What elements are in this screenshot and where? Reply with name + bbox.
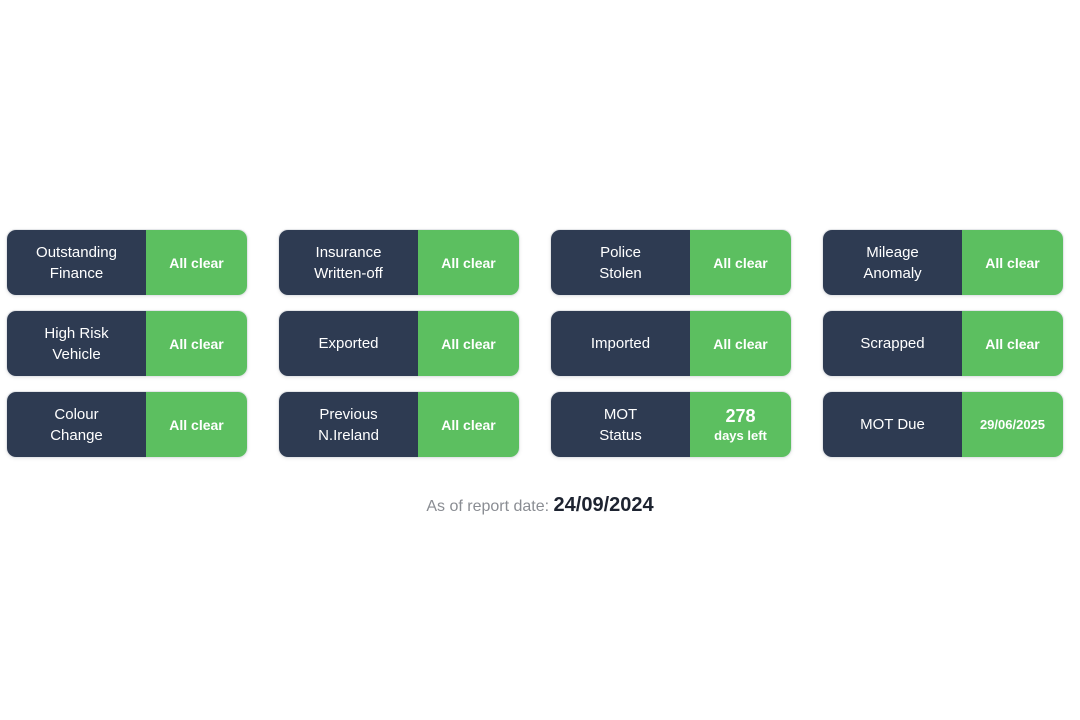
check-card-mot-due: MOT Due 29/06/2025 — [823, 392, 1063, 457]
mot-days-caption: days left — [714, 427, 767, 443]
check-label: Scrapped — [823, 311, 962, 376]
check-card-mileage-anomaly: Mileage Anomaly All clear — [823, 230, 1063, 295]
check-status: All clear — [962, 311, 1063, 376]
check-card-scrapped: Scrapped All clear — [823, 311, 1063, 376]
check-label: Mileage Anomaly — [823, 230, 962, 295]
mot-days-count: 278 — [725, 405, 756, 426]
check-card-exported: Exported All clear — [279, 311, 519, 376]
check-grid: Outstanding Finance All clear Insurance … — [7, 230, 1063, 457]
check-label: High Risk Vehicle — [7, 311, 146, 376]
check-label: MOT Status — [551, 392, 690, 457]
check-label: Insurance Written-off — [279, 230, 418, 295]
check-label: Police Stolen — [551, 230, 690, 295]
check-card-high-risk-vehicle: High Risk Vehicle All clear — [7, 311, 247, 376]
check-label: Previous N.Ireland — [279, 392, 418, 457]
check-status: All clear — [418, 392, 519, 457]
check-status: All clear — [146, 230, 247, 295]
check-status: All clear — [962, 230, 1063, 295]
check-label: Imported — [551, 311, 690, 376]
check-card-colour-change: Colour Change All clear — [7, 392, 247, 457]
check-label: Colour Change — [7, 392, 146, 457]
check-label: Exported — [279, 311, 418, 376]
check-label: MOT Due — [823, 392, 962, 457]
report-date-value: 24/09/2024 — [553, 494, 654, 516]
check-status: 278 days left — [690, 392, 791, 457]
report-date-label: As of report date: — [426, 498, 550, 515]
check-card-imported: Imported All clear — [551, 311, 791, 376]
mot-due-date: 29/06/2025 — [962, 392, 1063, 457]
check-card-outstanding-finance: Outstanding Finance All clear — [7, 230, 247, 295]
check-label: Outstanding Finance — [7, 230, 146, 295]
check-card-previous-n-ireland: Previous N.Ireland All clear — [279, 392, 519, 457]
check-status: All clear — [146, 311, 247, 376]
check-status: All clear — [690, 230, 791, 295]
report-date-line: As of report date: 24/09/2024 — [0, 494, 1080, 517]
check-status: All clear — [418, 311, 519, 376]
check-status: All clear — [690, 311, 791, 376]
check-card-police-stolen: Police Stolen All clear — [551, 230, 791, 295]
check-status: All clear — [146, 392, 247, 457]
check-status: All clear — [418, 230, 519, 295]
check-card-mot-status: MOT Status 278 days left — [551, 392, 791, 457]
check-card-insurance-written-off: Insurance Written-off All clear — [279, 230, 519, 295]
